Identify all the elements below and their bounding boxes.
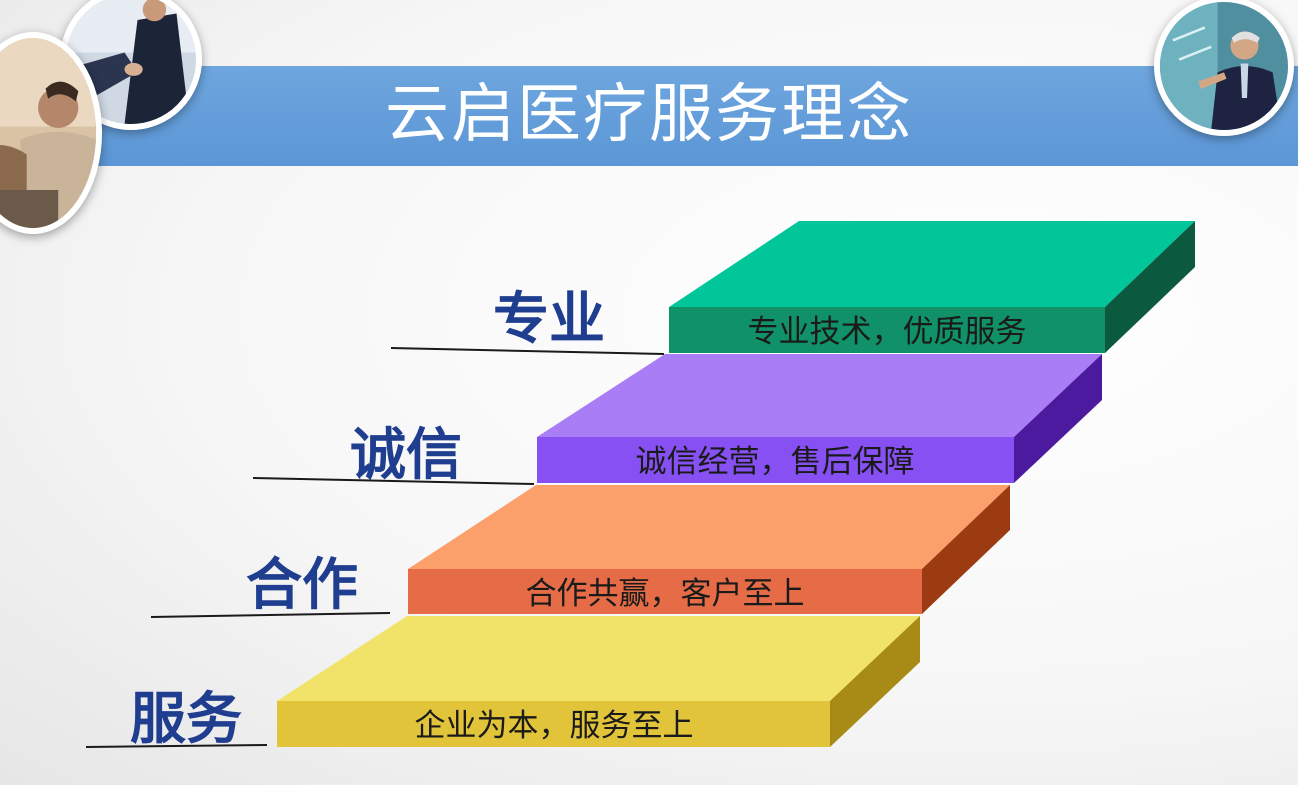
step-description: 诚信经营，售后保障	[636, 444, 915, 480]
step-label: 合作	[246, 553, 358, 618]
team-photo-icon	[0, 32, 102, 234]
presenter-photo-icon	[1154, 0, 1294, 136]
step-side-face	[1105, 221, 1195, 353]
step-side-face	[922, 485, 1010, 614]
step-front-face	[408, 569, 922, 614]
step-label-underline	[85, 744, 268, 748]
step-front-face	[537, 437, 1014, 483]
title-banner	[60, 66, 1298, 166]
step-label: 诚信	[350, 423, 462, 488]
step-top-face	[537, 354, 1102, 437]
step-front-face	[277, 701, 830, 747]
step-description: 企业为本，服务至上	[415, 708, 694, 744]
step-label: 服务	[130, 687, 242, 752]
step-description: 专业技术，优质服务	[748, 314, 1027, 350]
step-description: 合作共赢，客户至上	[526, 576, 805, 612]
step-label-underline	[252, 477, 535, 485]
step-label-underline	[390, 347, 665, 355]
step-label-underline	[150, 612, 391, 618]
step-label: 专业	[493, 287, 605, 352]
step-top-face	[669, 221, 1195, 307]
step-side-face	[1014, 354, 1102, 483]
step-front-face	[669, 307, 1105, 353]
page-title: 云启医疗服务理念	[385, 78, 913, 152]
step-top-face	[408, 485, 1010, 569]
step-side-face	[830, 616, 920, 747]
step-top-face	[277, 616, 920, 701]
